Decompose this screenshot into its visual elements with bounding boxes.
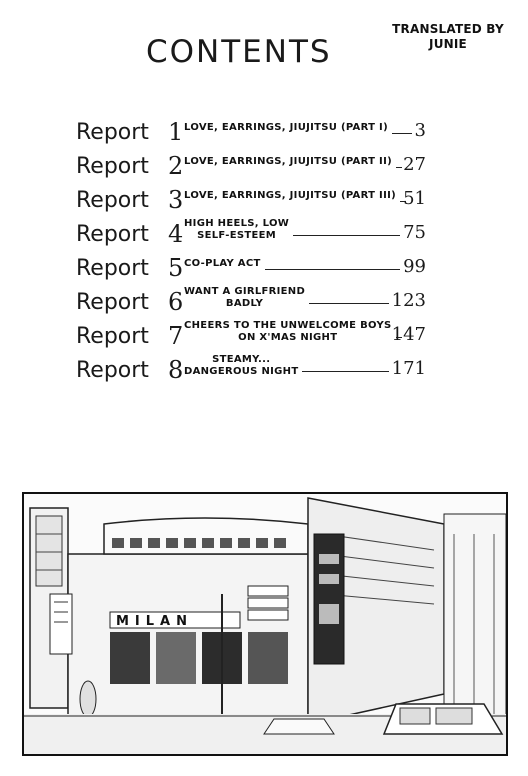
report-title-line: DANGEROUS NIGHT: [184, 366, 299, 377]
report-label: Report: [76, 188, 149, 213]
report-number: 7: [168, 322, 184, 350]
credit-line-1: TRANSLATED BY: [392, 22, 504, 36]
report-label: Report: [76, 358, 149, 383]
report-title: STEAMY...DANGEROUS NIGHT: [184, 354, 298, 378]
report-title-line: LOVE, EARRINGS, JIUJITSU (PART I): [184, 122, 388, 133]
report-title-line: CO-PLAY ACT: [184, 258, 261, 269]
report-number: 2: [168, 152, 184, 180]
report-label: Report: [76, 154, 149, 179]
leader-line: [265, 269, 400, 270]
page-number: 147: [391, 324, 426, 345]
leader-line: [302, 371, 389, 372]
page-number: 75: [403, 222, 426, 243]
report-number: 5: [168, 254, 184, 282]
report-label: Report: [76, 120, 149, 145]
report-title-line: LOVE, EARRINGS, JIUJITSU (PART II): [184, 156, 392, 167]
report-title: CO-PLAY ACT: [184, 258, 261, 270]
milan-sign: MILAN: [116, 614, 193, 629]
report-title: LOVE, EARRINGS, JIUJITSU (PART II): [184, 156, 392, 168]
leader-line: [396, 337, 402, 338]
report-label: Report: [76, 290, 149, 315]
report-number: 6: [168, 288, 184, 316]
report-title-line: HIGH HEELS, LOW: [184, 218, 290, 229]
city-street-drawing: MILAN: [24, 494, 506, 754]
page-number: 123: [391, 290, 426, 311]
report-title: LOVE, EARRINGS, JIUJITSU (PART I): [184, 122, 388, 134]
street-illustration: MILAN: [22, 492, 508, 756]
leader-line: [396, 167, 402, 168]
report-title-line: STEAMY...: [212, 354, 271, 365]
report-label: Report: [76, 324, 149, 349]
page-number: 27: [403, 154, 426, 175]
report-label: Report: [76, 222, 149, 247]
page-number: 99: [403, 256, 426, 277]
credit-line-2: JUNIE: [429, 37, 467, 51]
report-title-line: BADLY: [225, 298, 264, 309]
page-title: CONTENTS: [146, 34, 332, 70]
page-number: 171: [391, 358, 426, 379]
report-title: LOVE, EARRINGS, JIUJITSU (PART III): [184, 190, 396, 202]
page-number: 51: [403, 188, 426, 209]
leader-line: [293, 235, 400, 236]
report-title-line: WANT A GIRLFRIEND: [184, 286, 306, 297]
report-number: 3: [168, 186, 184, 214]
leader-line: [309, 303, 389, 304]
leader-line: [400, 201, 406, 202]
report-title-line: ON X'MAS NIGHT: [238, 332, 338, 343]
report-title-line: SELF-ESTEEM: [197, 230, 276, 241]
report-label: Report: [76, 256, 149, 281]
report-number: 4: [168, 220, 184, 248]
report-title-line: LOVE, EARRINGS, JIUJITSU (PART III): [184, 190, 396, 201]
report-number: 8: [168, 356, 184, 384]
page-number: 3: [414, 120, 426, 141]
translation-credit: TRANSLATED BY JUNIE: [388, 22, 508, 52]
report-number: 1: [168, 118, 184, 146]
report-title-line: CHEERS TO THE UNWELCOME BOYS: [184, 320, 392, 331]
leader-line: [392, 133, 412, 134]
